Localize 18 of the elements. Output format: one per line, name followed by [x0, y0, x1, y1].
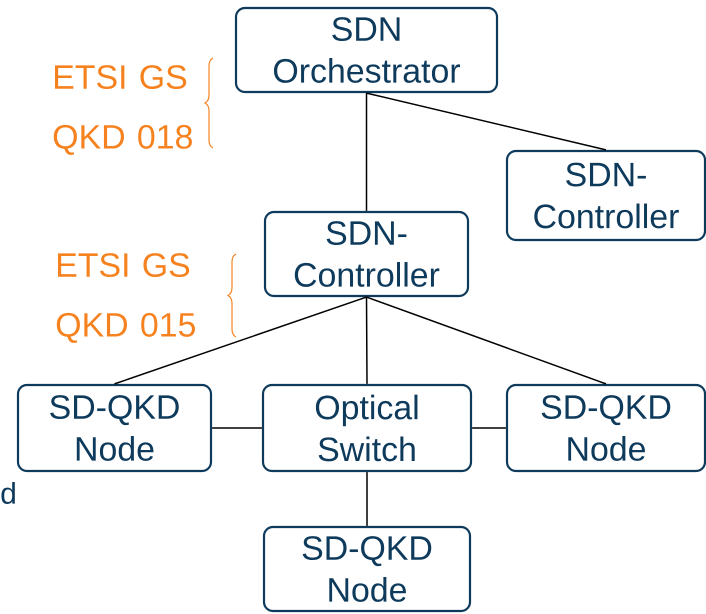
connector-line: [366, 296, 606, 385]
connector-line: [366, 472, 368, 526]
process-box: SD-QKD Node: [262, 526, 472, 612]
connector-line: [212, 427, 262, 429]
connector-line: [472, 427, 506, 429]
connector-line: [114, 296, 367, 385]
connector-line: [366, 92, 606, 151]
process-box: SDN-Controller: [264, 210, 470, 298]
process-box: SDN-Controller: [506, 150, 706, 242]
cut-off-text: d: [1, 482, 15, 504]
process-box: SD-QKD Node: [16, 384, 212, 472]
process-box: SDN Orchestrator: [234, 6, 498, 94]
standard-label: ETSI GS QKD 018: [54, 65, 192, 155]
process-box: Optical Switch: [262, 384, 472, 472]
connector-line: [366, 93, 368, 211]
process-box: SD-QKD Node: [506, 384, 706, 472]
connector-line: [366, 297, 368, 384]
standard-label: ETSI GS QKD 015: [56, 253, 195, 343]
